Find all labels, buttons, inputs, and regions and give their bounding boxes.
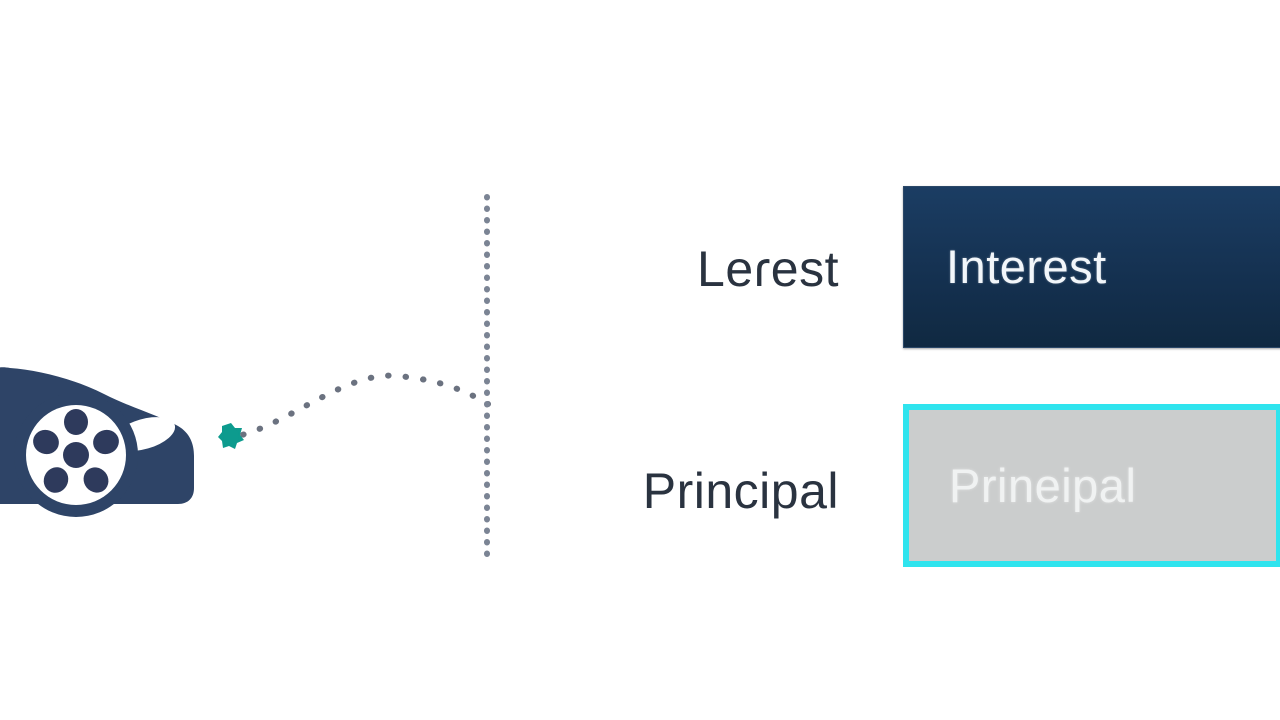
- car-side-icon: [0, 352, 202, 527]
- bar-principal[interactable]: Prineipal: [903, 404, 1280, 567]
- dotted-arc-path: [212, 360, 502, 460]
- bar-interest[interactable]: Interest: [903, 186, 1280, 348]
- legend-label-interest: Leɾest: [697, 241, 839, 297]
- starburst-marker-icon: [216, 421, 246, 451]
- bar-interest-label: Interest: [946, 240, 1107, 293]
- vertical-dotted-line: [479, 193, 495, 561]
- car-wheel-hub: [63, 442, 89, 468]
- legend-label-principal: Principal: [642, 463, 839, 519]
- bar-principal-label: Prineipal: [949, 458, 1137, 512]
- car-wheel-holes: [33, 409, 119, 493]
